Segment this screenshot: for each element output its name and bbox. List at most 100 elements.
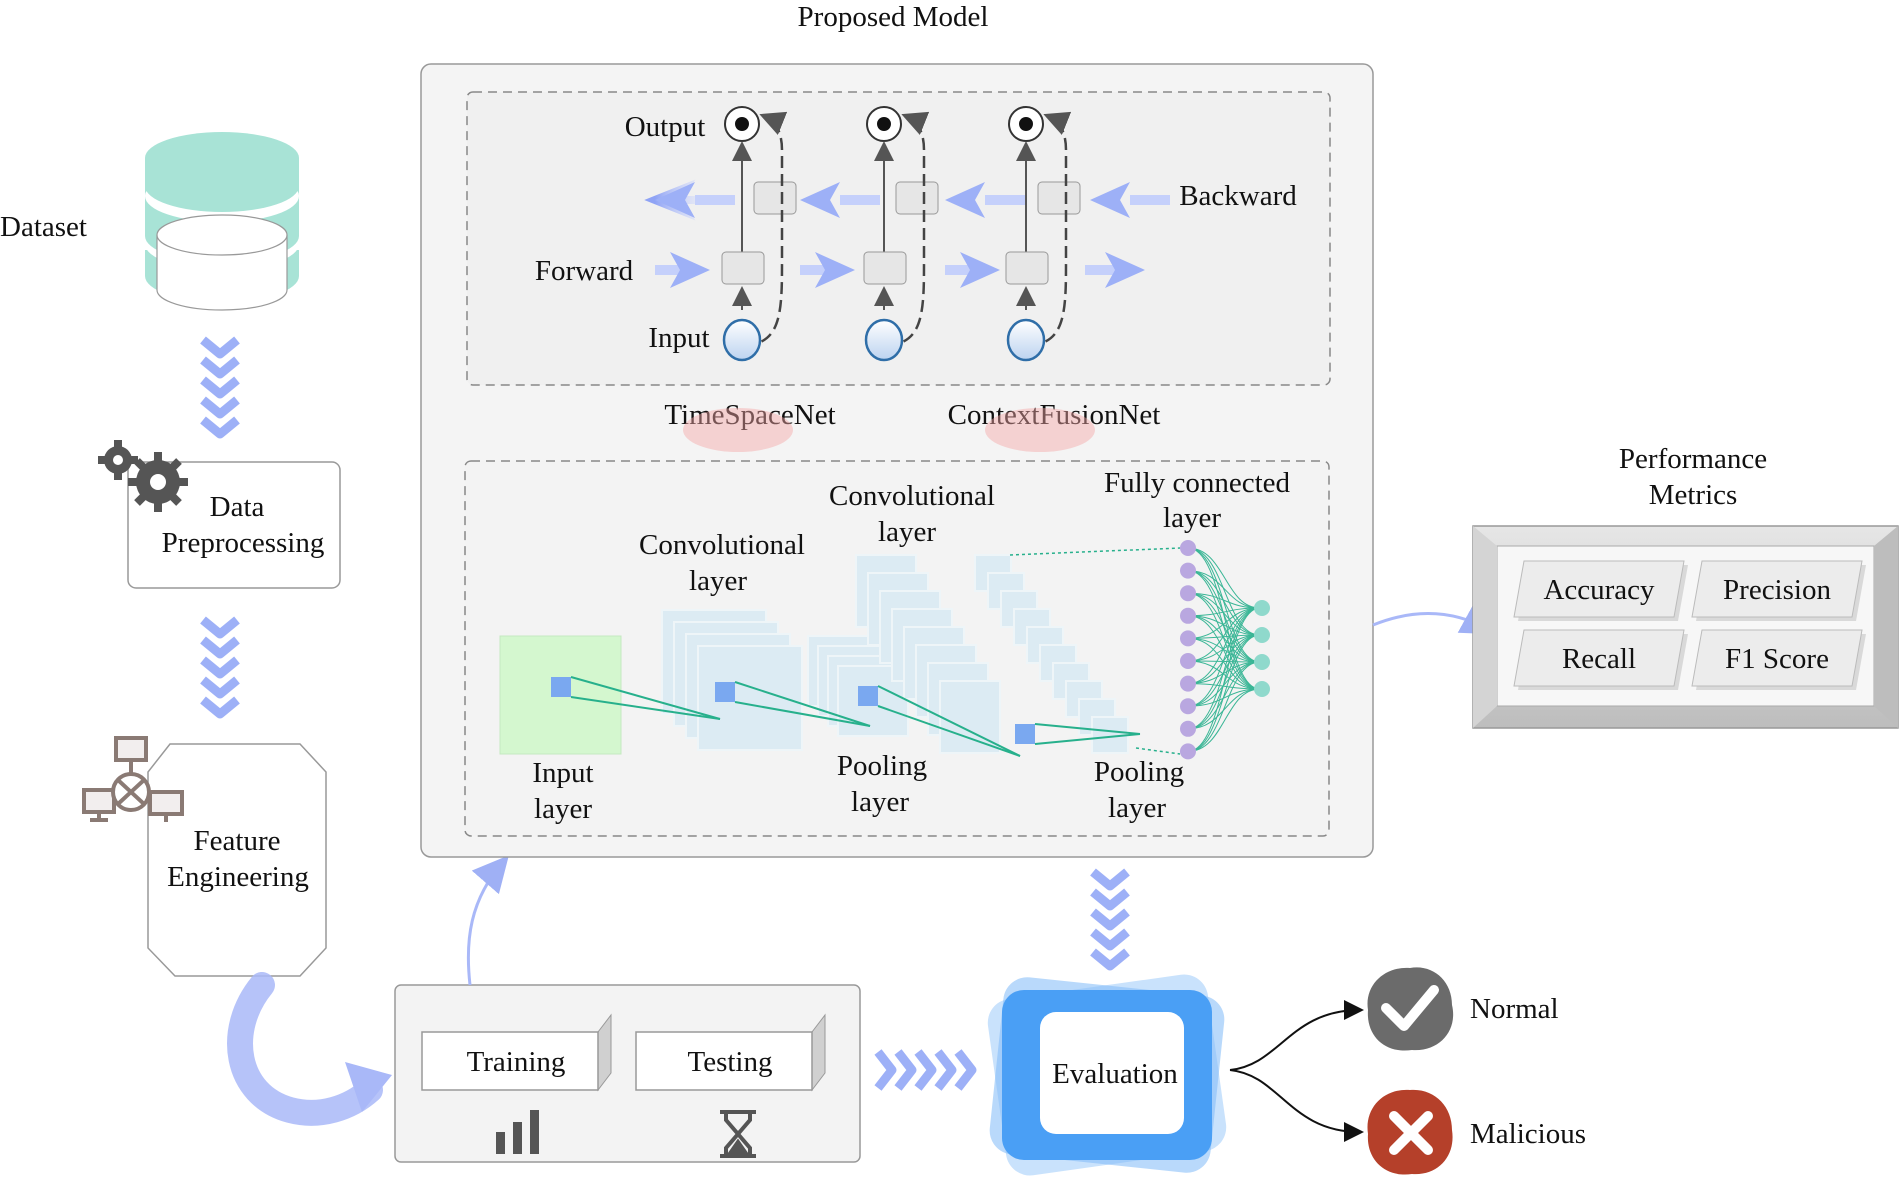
- metrics-title-1: Performance: [1619, 443, 1767, 475]
- fc-input-node: [1180, 562, 1196, 579]
- backward-cell: [1037, 181, 1081, 215]
- bilstm-cells: [721, 106, 1081, 362]
- metrics-title-2: Metrics: [1649, 479, 1738, 511]
- metric-tile: Recall: [1513, 629, 1688, 690]
- data-preprocessing-label-2: Preprocessing: [162, 527, 325, 559]
- bilstm-backward-label: Backward: [1179, 180, 1297, 212]
- evaluation-block: [987, 974, 1227, 1176]
- cnn-conv2-stack: [855, 554, 1001, 754]
- testing-button: Testing: [635, 1013, 826, 1092]
- feature-engineering-box: [147, 743, 327, 977]
- backward-arrows: [644, 179, 1170, 221]
- curved-arrow-to-split: [227, 972, 383, 1126]
- fc-input-node: [1180, 585, 1196, 602]
- cnn-pool2-label-2: layer: [1108, 792, 1166, 824]
- metric-label: F1 Score: [1725, 643, 1829, 675]
- right-chevrons: [874, 1049, 977, 1091]
- metric-label: Precision: [1723, 574, 1831, 606]
- hourglass-icon: [720, 1110, 756, 1158]
- fc-input-node: [1180, 720, 1196, 737]
- testing-label: Testing: [688, 1046, 773, 1078]
- dataset-label: Dataset: [0, 211, 87, 243]
- dataset-icon: [145, 132, 299, 311]
- bilstm-input-label: Input: [648, 322, 709, 354]
- backward-cell: [753, 181, 797, 215]
- down-chevrons-3: [1090, 868, 1130, 971]
- fc-output-node: [1254, 681, 1270, 697]
- check-icon: [1367, 967, 1454, 1051]
- normal-label: Normal: [1470, 993, 1559, 1025]
- fc-input-node: [1180, 653, 1196, 669]
- network-icon: [82, 736, 184, 822]
- metric-tile: F1 Score: [1691, 629, 1866, 690]
- evaluation-label: Evaluation: [1052, 1058, 1178, 1090]
- fc-input-node: [1180, 743, 1196, 760]
- metric-label: Accuracy: [1543, 574, 1655, 606]
- cnn-conv1-label-1: Convolutional: [639, 529, 805, 561]
- forward-cell: [721, 251, 765, 285]
- bilstm-column-3: [1005, 106, 1081, 362]
- cnn-pool1-label-1: Pooling: [837, 750, 927, 782]
- cnn-input-layer-label-2: layer: [534, 793, 592, 825]
- fc-connections: [1187, 547, 1261, 752]
- input-node: [722, 318, 762, 362]
- net-label-contextfusionnet: ContextFusionNet: [948, 399, 1161, 431]
- cnn-receptive-field-lines: [570, 676, 1141, 757]
- training-button: Training: [421, 1013, 612, 1092]
- cnn-fc-label-1: Fully connected: [1104, 467, 1291, 499]
- cnn-input-layer-label-1: Input: [532, 757, 593, 789]
- cnn-pool1-label-2: layer: [851, 786, 909, 818]
- cnn-pool2-label-1: Pooling: [1094, 756, 1184, 788]
- backward-cell: [895, 181, 939, 215]
- arrow-to-normal: [1229, 1000, 1364, 1071]
- fc-output-node: [1254, 654, 1270, 670]
- cnn-fc-label-2: layer: [1163, 502, 1221, 534]
- split-container: [394, 984, 861, 1163]
- input-node: [1006, 318, 1046, 362]
- data-preprocessing-box: [127, 461, 341, 589]
- training-label: Training: [467, 1046, 566, 1078]
- fc-input-node: [1180, 540, 1196, 556]
- metrics-frame: [1472, 525, 1899, 729]
- forward-arrows: [655, 252, 1145, 288]
- fc-input-node: [1180, 607, 1196, 624]
- feature-engineering-label-1: Feature: [194, 825, 281, 857]
- forward-cell: [863, 251, 907, 285]
- metric-tile: Precision: [1691, 560, 1866, 621]
- data-preprocessing-label-1: Data: [210, 491, 265, 523]
- fc-input-node: [1180, 675, 1196, 692]
- fc-input-node: [1180, 630, 1196, 647]
- fc-input-node: [1180, 698, 1196, 715]
- cnn-conv2-label-1: Convolutional: [829, 480, 995, 512]
- cross-icon: [1367, 1089, 1453, 1175]
- bilstm-output-label: Output: [625, 111, 706, 143]
- curved-arrow-to-model: [466, 855, 509, 986]
- highlight-timespacenet: [683, 408, 793, 452]
- net-label-timespacenet: TimeSpaceNet: [664, 399, 835, 431]
- down-chevrons-1: [200, 336, 240, 439]
- cnn-fully-connected: [1180, 540, 1270, 760]
- feature-engineering-label-2: Engineering: [167, 861, 309, 893]
- fc-output-node: [1254, 627, 1270, 643]
- input-node: [864, 318, 904, 362]
- highlight-contextfusionnet: [985, 408, 1095, 452]
- malicious-label: Malicious: [1470, 1118, 1586, 1150]
- cnn-pool2-stack: [974, 554, 1129, 754]
- bilstm-panel: [466, 91, 1331, 386]
- cnn-conv2-label-2: layer: [878, 516, 936, 548]
- metric-label: Recall: [1562, 643, 1636, 675]
- down-chevrons-2: [200, 616, 240, 719]
- cnn-conv1-label-2: layer: [689, 565, 747, 597]
- metric-tile: Accuracy: [1513, 560, 1688, 621]
- bilstm-column-2: [863, 106, 939, 362]
- gear-icon: [98, 440, 188, 512]
- forward-cell: [1005, 251, 1049, 285]
- bilstm-column-1: [721, 106, 797, 362]
- arrow-to-malicious: [1229, 1069, 1364, 1142]
- bilstm-forward-label: Forward: [535, 255, 634, 287]
- bar-chart-icon: [496, 1110, 539, 1154]
- proposed-model-title: Proposed Model: [798, 1, 989, 33]
- fc-output-node: [1254, 600, 1270, 616]
